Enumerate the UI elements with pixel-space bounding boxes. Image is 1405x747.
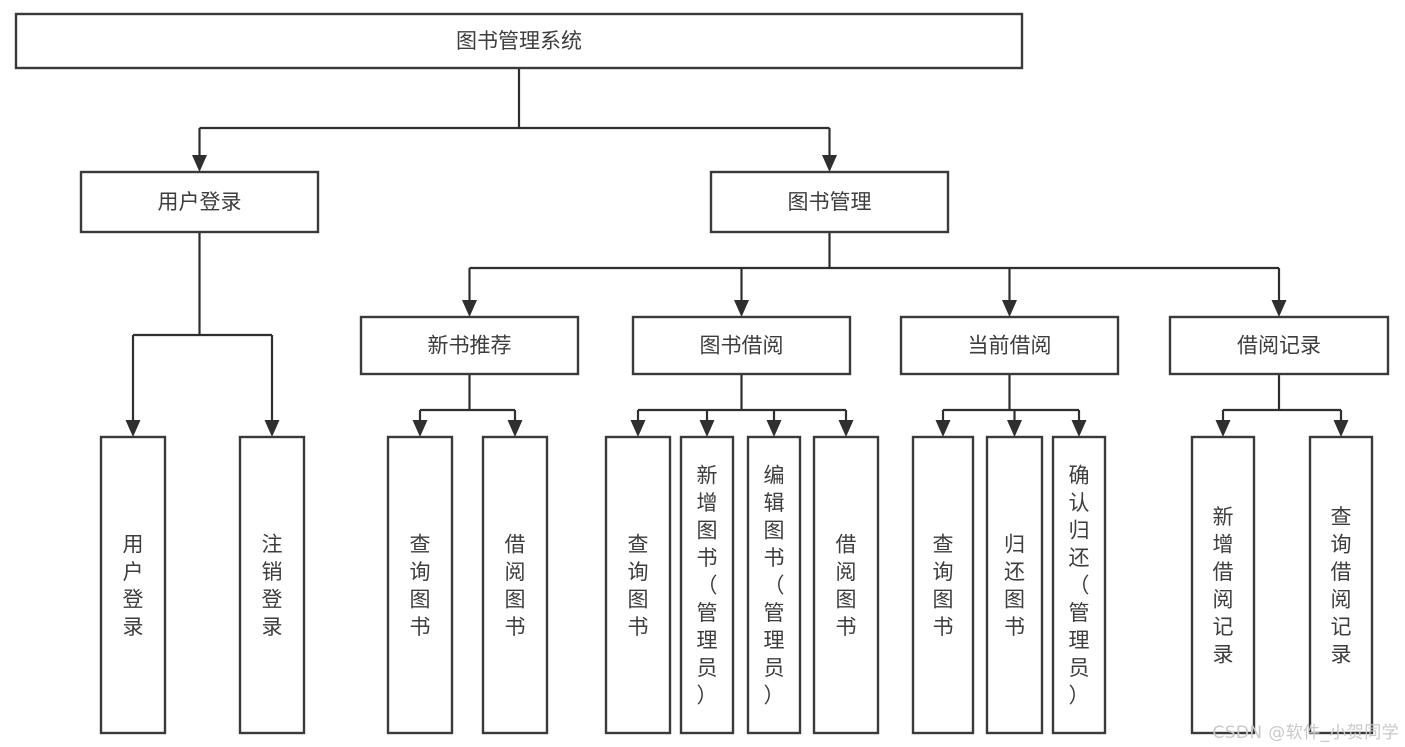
arrow-head-icon — [462, 300, 477, 317]
node-return-book[interactable]: 归还图书 — [985, 435, 1044, 735]
node-box-borrow-book-borrow — [812, 435, 880, 735]
arrow-head-icon — [630, 420, 646, 437]
node-box-query-borrow-record — [1308, 435, 1374, 735]
node-query-borrow-record[interactable]: 查询借阅记录 — [1308, 435, 1374, 735]
node-box-borrow-book-rec — [481, 435, 549, 735]
arrow-head-icon — [935, 420, 951, 437]
node-box-query-book-borrow — [604, 435, 672, 735]
node-label-book-manage: 图书管理 — [788, 190, 872, 214]
node-box-query-book-rec — [386, 435, 454, 735]
node-label-new-book-recommend: 新书推荐 — [428, 334, 512, 358]
arrow-head-icon — [264, 420, 280, 437]
arrow-head-icon — [734, 300, 749, 317]
node-label-add-book-admin: 新增图书（管理员） — [697, 464, 718, 708]
node-query-book-rec[interactable]: 查询图书 — [386, 435, 454, 735]
node-confirm-return-admin[interactable]: 确认归还（管理员） — [1051, 435, 1107, 735]
node-box-book-manage — [709, 170, 950, 234]
node-book-manage[interactable]: 图书管理 — [709, 170, 950, 234]
node-label-query-book-current: 查询图书 — [933, 532, 954, 639]
node-label-borrow-book-rec: 借阅图书 — [505, 532, 526, 639]
node-box-new-book-recommend — [359, 315, 580, 376]
node-query-book-borrow[interactable]: 查询图书 — [604, 435, 672, 735]
connector-layer — [125, 68, 1349, 437]
node-box-add-borrow-record — [1190, 435, 1256, 735]
arrow-head-icon — [822, 155, 837, 172]
node-label-current-borrow: 当前借阅 — [968, 334, 1052, 358]
node-add-book-admin[interactable]: 新增图书（管理员） — [679, 435, 735, 735]
node-label-borrow-record: 借阅记录 — [1237, 334, 1321, 358]
node-label-add-borrow-record: 新增借阅记录 — [1213, 505, 1234, 667]
arrow-head-icon — [1271, 300, 1287, 317]
node-box-root — [14, 12, 1024, 70]
node-label-query-book-rec: 查询图书 — [410, 532, 431, 639]
arrow-head-icon — [1002, 300, 1017, 317]
node-label-book-borrow: 图书借阅 — [700, 334, 784, 358]
node-root[interactable]: 图书管理系统 — [14, 12, 1024, 70]
node-edit-book-admin[interactable]: 编辑图书（管理员） — [746, 435, 802, 735]
node-box-add-book-admin — [679, 435, 735, 735]
node-box-user-login-leaf — [99, 435, 167, 735]
arrow-head-icon — [1007, 420, 1022, 437]
node-book-borrow[interactable]: 图书借阅 — [631, 315, 852, 376]
node-current-borrow[interactable]: 当前借阅 — [899, 315, 1120, 376]
node-borrow-book-rec[interactable]: 借阅图书 — [481, 435, 549, 735]
node-label-confirm-return-admin: 确认归还（管理员） — [1069, 464, 1090, 708]
node-box-user-login — [79, 170, 320, 234]
node-user-login-leaf[interactable]: 用户登录 — [99, 435, 167, 735]
node-user-login[interactable]: 用户登录 — [79, 170, 320, 234]
node-label-return-book: 归还图书 — [1004, 532, 1025, 639]
node-box-query-book-current — [911, 435, 975, 735]
node-label-root: 图书管理系统 — [456, 29, 582, 53]
arrow-head-icon — [699, 420, 715, 437]
arrow-head-icon — [125, 420, 141, 437]
arrow-head-icon — [1333, 420, 1349, 437]
arrow-head-icon — [412, 420, 428, 437]
node-label-user-logout-leaf: 注销登录 — [262, 532, 283, 639]
node-borrow-book-borrow[interactable]: 借阅图书 — [812, 435, 880, 735]
watermark-label: CSDN @软件_小贺同学 — [1212, 723, 1399, 743]
node-layer: 图书管理系统用户登录用户登录注销登录图书管理新书推荐查询图书借阅图书图书借阅查询… — [14, 12, 1390, 735]
node-label-query-borrow-record: 查询借阅记录 — [1331, 505, 1352, 667]
arrow-head-icon — [838, 420, 854, 437]
node-box-edit-book-admin — [746, 435, 802, 735]
node-label-query-book-borrow: 查询图书 — [628, 532, 649, 639]
node-query-book-current[interactable]: 查询图书 — [911, 435, 975, 735]
arrow-head-icon — [766, 420, 782, 437]
node-new-book-recommend[interactable]: 新书推荐 — [359, 315, 580, 376]
node-label-edit-book-admin: 编辑图书（管理员） — [764, 464, 785, 708]
node-box-current-borrow — [899, 315, 1120, 376]
node-box-book-borrow — [631, 315, 852, 376]
node-label-user-login: 用户登录 — [158, 190, 242, 214]
node-user-logout-leaf[interactable]: 注销登录 — [238, 435, 306, 735]
node-add-borrow-record[interactable]: 新增借阅记录 — [1190, 435, 1256, 735]
node-box-return-book — [985, 435, 1044, 735]
node-box-user-logout-leaf — [238, 435, 306, 735]
arrow-head-icon — [1215, 420, 1231, 437]
node-box-borrow-record — [1168, 315, 1390, 376]
node-borrow-record[interactable]: 借阅记录 — [1168, 315, 1390, 376]
arrow-head-icon — [192, 155, 207, 172]
node-box-confirm-return-admin — [1051, 435, 1107, 735]
arrow-head-icon — [1071, 420, 1087, 437]
node-label-user-login-leaf: 用户登录 — [123, 532, 144, 639]
node-label-borrow-book-borrow: 借阅图书 — [836, 532, 857, 639]
arrow-head-icon — [507, 420, 523, 437]
